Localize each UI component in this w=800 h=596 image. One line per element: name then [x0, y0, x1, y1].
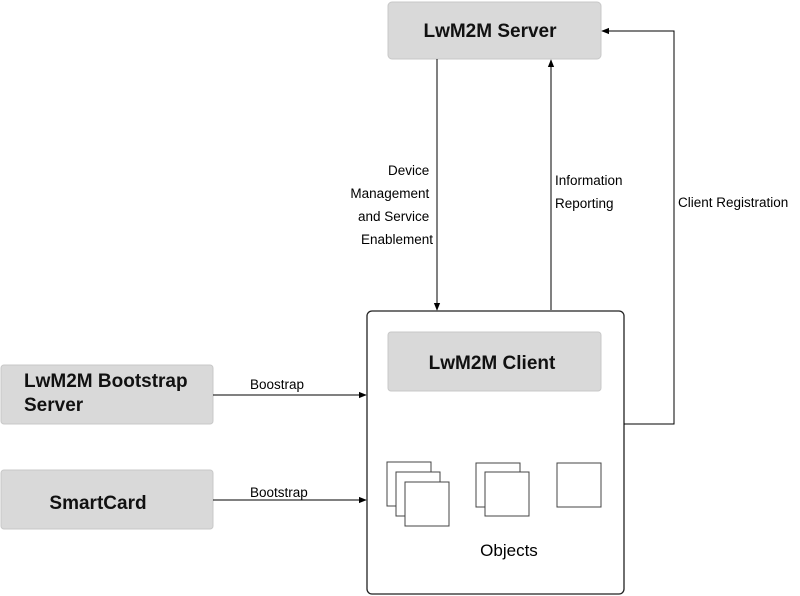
- device-management-label-line-2: Management: [350, 186, 429, 201]
- device-management-label-line-1: Device: [388, 163, 429, 178]
- object-square: [556, 462, 602, 508]
- lwm2m-server-box: [387, 1, 602, 60]
- object-square: [484, 471, 530, 517]
- object-stack-two: [475, 462, 530, 517]
- lwm2m-client-container: LwM2M Client Objects: [366, 310, 625, 595]
- lwm2m-client-box: [387, 331, 602, 392]
- lwm2m-server-label: LwM2M Server: [423, 21, 557, 42]
- device-management-label: Device Management and Service Enablement: [350, 163, 433, 247]
- device-management-label-line-4: Enablement: [361, 232, 433, 247]
- client-registration-label: Client Registration: [678, 195, 788, 210]
- device-management-label-line-3: and Service: [358, 209, 429, 224]
- information-reporting-label: Information Reporting: [555, 173, 626, 211]
- objects-label: Objects: [480, 541, 538, 560]
- bootstrap-server-label-line-1: LwM2M Bootstrap: [24, 371, 188, 392]
- object-square: [404, 481, 450, 527]
- bootstrap-server-label: LwM2M Bootstrap Server: [24, 371, 193, 416]
- smartcard-link-label: Bootstrap: [250, 485, 308, 500]
- bootstrap-server-link-label: Boostrap: [250, 377, 304, 392]
- lwm2m-server-node: LwM2M Server: [387, 1, 602, 60]
- client-registration-arrow: [601, 27, 675, 425]
- lwm2m-client-label: LwM2M Client: [429, 353, 556, 374]
- smartcard-label: SmartCard: [49, 493, 146, 514]
- information-reporting-label-line-2: Reporting: [555, 196, 614, 211]
- information-reporting-label-line-1: Information: [555, 173, 623, 188]
- smartcard-node: SmartCard: [0, 469, 214, 530]
- object-stack-three: [386, 461, 450, 527]
- object-single: [556, 462, 602, 508]
- bootstrap-server-node: LwM2M Bootstrap Server: [0, 364, 214, 425]
- bootstrap-server-label-line-2: Server: [24, 395, 84, 416]
